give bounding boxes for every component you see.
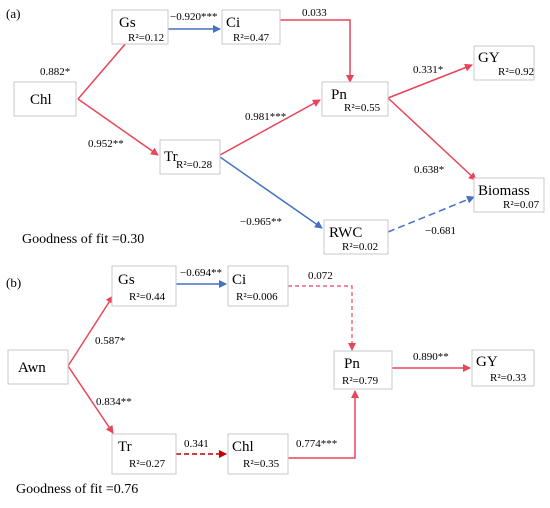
edge-chl-gs [77, 34, 134, 100]
edge-ci-pn [280, 19, 354, 83]
coef-ci-pn: 0.033 [302, 7, 327, 19]
node-ci-b-name: Ci [232, 272, 246, 288]
node-tr-b-r2: R²=0.27 [129, 458, 166, 470]
node-awn: Awn [7, 349, 69, 385]
panel-a-label: (a) [6, 6, 20, 21]
panel-b: (b) 0.587* 0.834** −0.694** 0.072 0.341 … [6, 265, 535, 497]
coef-tr-pn: 0.981*** [245, 111, 286, 123]
node-chl-b-name: Chl [232, 439, 254, 455]
coef-chl-gs: 0.882* [40, 66, 70, 78]
node-chl-b: Chl R²=0.35 [227, 433, 289, 475]
coef-ci-pn-b: 0.072 [308, 270, 333, 282]
node-pn-r2: R²=0.55 [344, 102, 381, 114]
node-ci-b-r2: R²=0.006 [236, 291, 278, 303]
node-gy-b: GY R²=0.33 [471, 349, 535, 387]
node-rwc-name: RWC [329, 225, 362, 241]
edge-awn-tr [67, 365, 114, 434]
node-chl: Chl [13, 81, 77, 117]
node-rwc-r2: R²=0.02 [342, 241, 378, 253]
node-ci-name: Ci [226, 15, 240, 31]
coef-pn-biomass: 0.638* [414, 164, 444, 176]
edge-pn-biomass [387, 97, 477, 181]
node-biomass-r2: R²=0.07 [503, 199, 540, 211]
coef-gs-ci-b: −0.694** [180, 267, 222, 279]
node-gs-b-name: Gs [118, 272, 135, 288]
node-gs: Gs R²=0.12 [111, 9, 169, 45]
node-tr-name: Tr [164, 149, 178, 165]
node-pn-b: Pn R²=0.79 [333, 350, 393, 390]
edge-rwc-biomass [387, 195, 475, 233]
edge-chl-tr [77, 98, 159, 156]
node-rwc: RWC R²=0.02 [323, 219, 389, 255]
edge-tr-pn [219, 99, 321, 156]
coef-rwc-biomass: −0.681 [425, 225, 456, 237]
edge-tr-rwc [219, 156, 323, 229]
coef-awn-tr: 0.834** [96, 396, 132, 408]
panel-a-goodness-of-fit: Goodness of fit =0.30 [22, 232, 144, 247]
node-pn-name: Pn [331, 87, 347, 103]
node-awn-name: Awn [18, 360, 46, 376]
edge-chl-pn-b [288, 390, 359, 459]
node-chl-name: Chl [30, 92, 52, 108]
node-ci-b: Ci R²=0.006 [227, 265, 289, 307]
coef-pn-gy: 0.331* [413, 64, 443, 76]
panel-b-label: (b) [6, 275, 21, 290]
edge-ci-pn-b [288, 285, 356, 351]
node-biomass-name: Biomass [478, 183, 530, 199]
node-chl-b-r2: R²=0.35 [243, 458, 280, 470]
node-tr-r2: R²=0.28 [176, 159, 213, 171]
node-gy-r2: R²=0.92 [498, 66, 534, 78]
node-gy-b-name: GY [476, 354, 498, 370]
node-gy-name: GY [478, 50, 500, 66]
panel-b-goodness-of-fit: Goodness of fit =0.76 [16, 482, 138, 497]
node-gs-name: Gs [119, 15, 136, 31]
coef-tr-rwc: −0.965** [240, 216, 282, 228]
coef-pn-gy-b: 0.890** [413, 351, 449, 363]
edge-awn-gs [67, 295, 114, 367]
node-ci-r2: R²=0.47 [233, 32, 270, 44]
node-gs-r2: R²=0.12 [128, 32, 164, 44]
node-tr-b-name: Tr [118, 439, 132, 455]
node-gs-b-r2: R²=0.44 [129, 291, 166, 303]
coef-chl-tr: 0.952** [88, 138, 124, 150]
node-ci: Ci R²=0.47 [221, 9, 281, 45]
coef-gs-ci: −0.920*** [170, 11, 217, 23]
node-pn-b-name: Pn [344, 356, 360, 372]
coef-chl-pn-b: 0.774*** [296, 438, 337, 450]
coef-tr-chl-b: 0.341 [184, 438, 209, 450]
node-pn: Pn R²=0.55 [321, 81, 389, 117]
node-pn-b-r2: R²=0.79 [342, 375, 379, 387]
edge-pn-gy [387, 63, 473, 99]
node-tr-b: Tr R²=0.27 [111, 433, 177, 475]
node-biomass: Biomass R²=0.07 [473, 177, 545, 213]
node-gy: GY R²=0.92 [473, 45, 535, 81]
node-tr: Tr R²=0.28 [159, 139, 221, 175]
node-gs-b: Gs R²=0.44 [111, 265, 177, 307]
coef-awn-gs: 0.587* [95, 335, 125, 347]
node-gy-b-r2: R²=0.33 [490, 372, 527, 384]
panel-a: (a) 0.882* 0.952** −0.920*** 0.033 0.981… [6, 6, 545, 255]
